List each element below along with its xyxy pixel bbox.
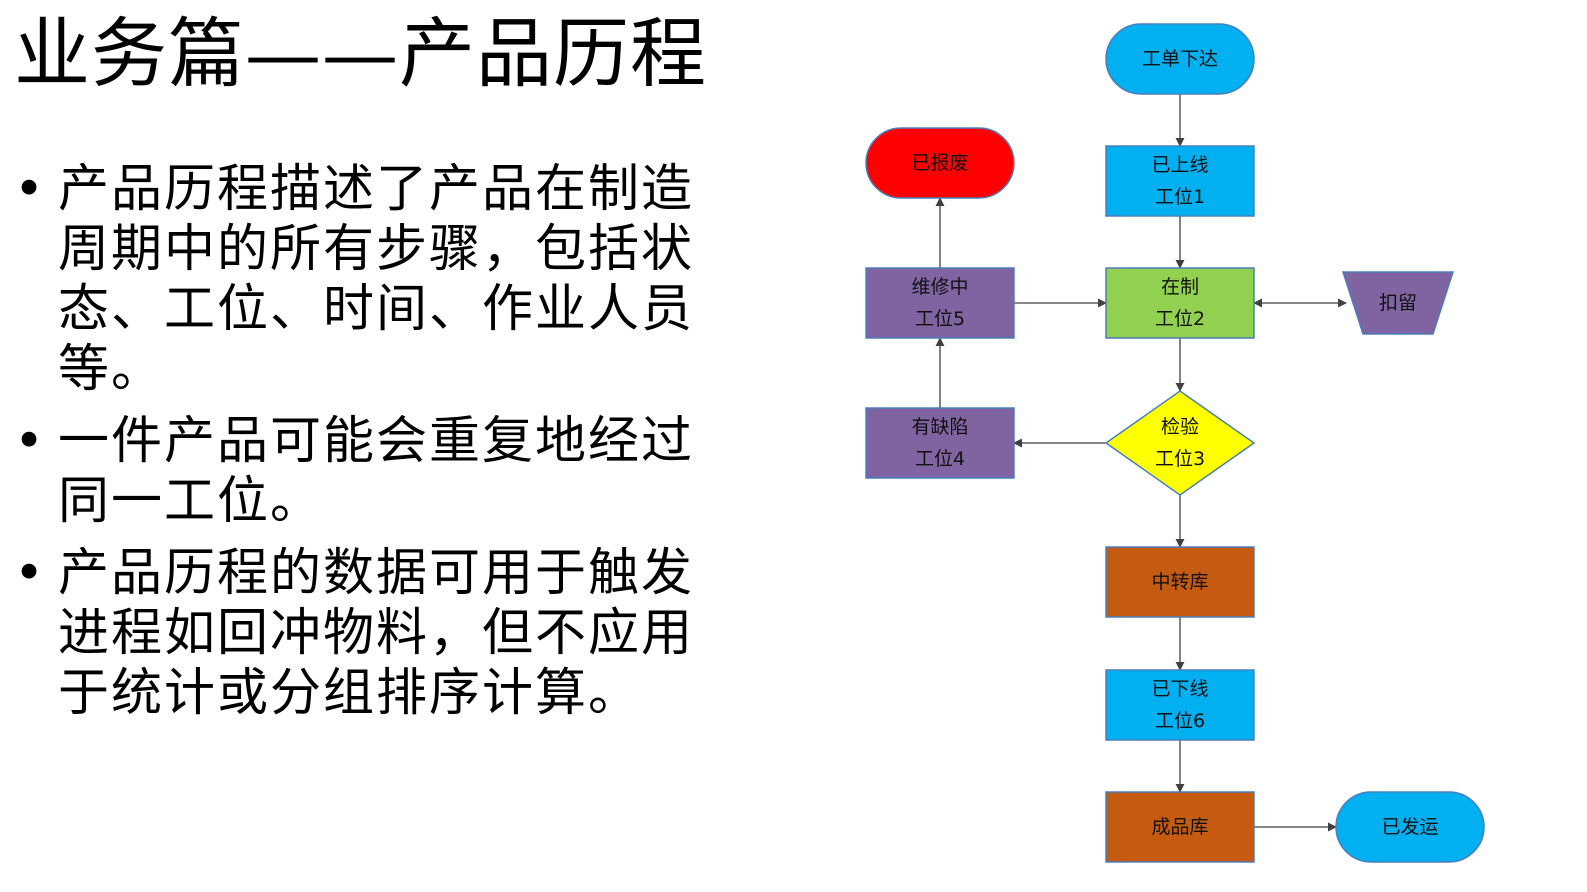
flow-node-label: 成品库 [1151,816,1208,838]
bullet-item: • 产品历程的数据可用于触发 进程如回冲物料，但不应用 于统计或分组排序计算。 [14,544,784,724]
bullet-line: 一件产品可能会重复地经过 [58,412,695,471]
bullet-line: 产品历程描述了产品在制造 [58,160,695,219]
flow-node-hold: 扣留 [1341,271,1455,335]
bullet-line: 周期中的所有步骤，包括状 [58,220,695,279]
flow-node-label: 已下线 [1151,678,1208,700]
bullet-list: • 产品历程描述了产品在制造 周期中的所有步骤，包括状 态、工位、时间、作业人员… [14,160,784,736]
slide-title: 业务篇——产品历程 [14,9,707,98]
flow-node-shape [1105,791,1255,863]
bullet-item: • 一件产品可能会重复地经过 同一工位。 [14,412,784,532]
flow-node-label: 工位2 [1155,308,1205,330]
flow-node-shape [1105,23,1255,95]
flow-node-shape [1341,271,1455,335]
flow-node-shape [1335,791,1485,863]
bullet-line: 于统计或分组排序计算。 [58,664,642,723]
flow-node-label: 已上线 [1151,154,1208,176]
flow-node-shape [1105,546,1255,618]
flow-node-label: 在制 [1161,276,1199,298]
bullet-line: 等。 [58,340,165,399]
flow-node-label: 维修中 [911,276,968,298]
bullet-item: • 产品历程描述了产品在制造 周期中的所有步骤，包括状 态、工位、时间、作业人员… [14,160,784,400]
bullet-dot-icon: • [14,544,47,603]
bullet-line: 同一工位。 [58,472,324,531]
flow-node-label: 工位1 [1155,186,1205,208]
flow-node-label: 工位3 [1155,448,1205,470]
flow-node-label: 工位6 [1155,710,1205,732]
flow-node-label: 扣留 [1379,292,1417,314]
flow-node-label: 中转库 [1151,571,1208,593]
flow-node-label: 有缺陷 [911,416,968,438]
flow-node-transit: 中转库 [1105,546,1255,618]
bullet-dot-icon: • [14,412,47,471]
flow-node-shape [1105,145,1255,217]
flow-node-shape [865,127,1015,199]
flow-node-shape [1104,390,1256,496]
flow-node-label: 工位4 [915,448,965,470]
flow-node-shape [865,407,1015,479]
flow-node-label: 工位5 [915,308,965,330]
flow-node-order: 工单下达 [1105,23,1255,95]
flow-node-finished: 成品库 [1105,791,1255,863]
flow-node-shipped: 已发运 [1335,791,1485,863]
flow-node-label: 已报废 [911,152,968,174]
flow-node-label: 已发运 [1381,816,1438,838]
flow-node-shape [1105,267,1255,339]
bullet-line: 产品历程的数据可用于触发 [58,544,695,603]
flow-node-scrapped: 已报废 [865,127,1015,199]
bullet-dot-icon: • [14,160,47,219]
flow-node-label: 检验 [1161,416,1199,438]
bullet-line: 态、工位、时间、作业人员 [58,280,695,339]
flow-node-shape [865,267,1015,339]
bullet-line: 进程如回冲物料，但不应用 [58,604,695,663]
flow-node-label: 工单下达 [1142,48,1218,70]
flow-node-shape [1105,669,1255,741]
